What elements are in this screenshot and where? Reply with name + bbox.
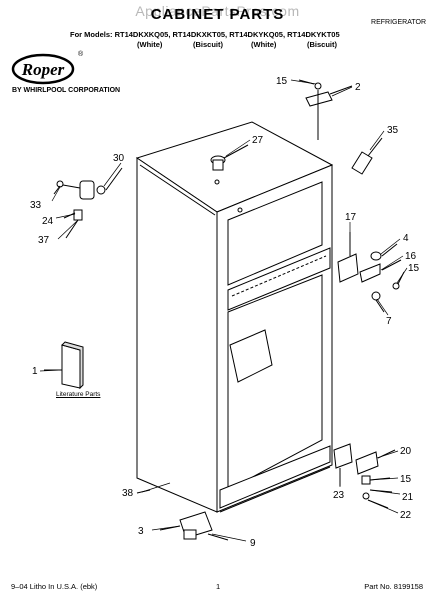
color-label-4: (Biscuit) [307,40,337,49]
leveling-leg-cap [210,144,249,171]
literature-pack [44,341,84,390]
callout-1: 1 [32,366,38,377]
models-line: For Models: RT14DKXKQ05, RT14DKXKT05, RT… [70,30,340,39]
callout-30: 30 [113,153,125,164]
callout-2: 2 [355,82,361,93]
watermark: AppliancePartsPros.com [135,3,300,19]
corporation-label: BY WHIRLPOOL CORPORATION [12,87,121,94]
cabinet-front [216,164,333,513]
footer-page-number: 1 [216,582,221,591]
color-label-1: (White) [137,40,163,49]
logo-text: Roper [21,60,65,79]
color-label-3: (White) [251,40,277,49]
registered-mark: ® [78,50,84,58]
callout-33: 33 [30,200,42,211]
page-title: CABINET PARTS [150,6,285,23]
callout-22: 22 [400,510,412,521]
callout-15-bottom: 15 [400,474,412,485]
callout-38: 38 [122,488,134,499]
callout-9: 9 [250,538,256,549]
top-hinge [298,79,353,140]
footer-litho: 9–04 Litho In U.S.A. (ebk) [11,582,98,591]
left-hinge-assembly [53,167,123,239]
freezer-opening [227,181,323,286]
callout-23: 23 [333,490,345,501]
callout-27: 27 [252,135,264,146]
callout-17: 17 [345,212,357,223]
roper-logo: Roper ® [11,50,84,85]
callout-7: 7 [386,316,392,327]
callout-15-top: 15 [276,76,288,87]
callout-16: 16 [405,251,417,262]
category-label: REFRIGERATOR [371,19,426,26]
callout-24: 24 [42,216,54,227]
callout-15-center: 15 [408,263,420,274]
callout-21: 21 [402,492,414,503]
callout-20: 20 [400,446,412,457]
color-label-2: (Biscuit) [193,40,223,49]
callout-numbers: 15 2 35 27 30 33 24 37 17 4 16 15 7 1 20… [30,76,420,549]
divider-rail [227,247,331,311]
callout-35: 35 [387,125,399,136]
fresh-food-opening [227,274,323,491]
literature-label: Literature Parts [56,391,101,398]
callout-37: 37 [38,235,50,246]
leader-lines [39,79,408,542]
liner-inner [229,329,273,383]
roller-assembly [136,489,229,541]
cabinet-left-side [136,157,218,513]
callout-4: 4 [403,233,409,244]
callout-3: 3 [138,526,144,537]
hinge-cover [351,137,383,175]
cabinet [135,121,334,513]
footer-part-number: Part No. 8199158 [364,582,423,591]
